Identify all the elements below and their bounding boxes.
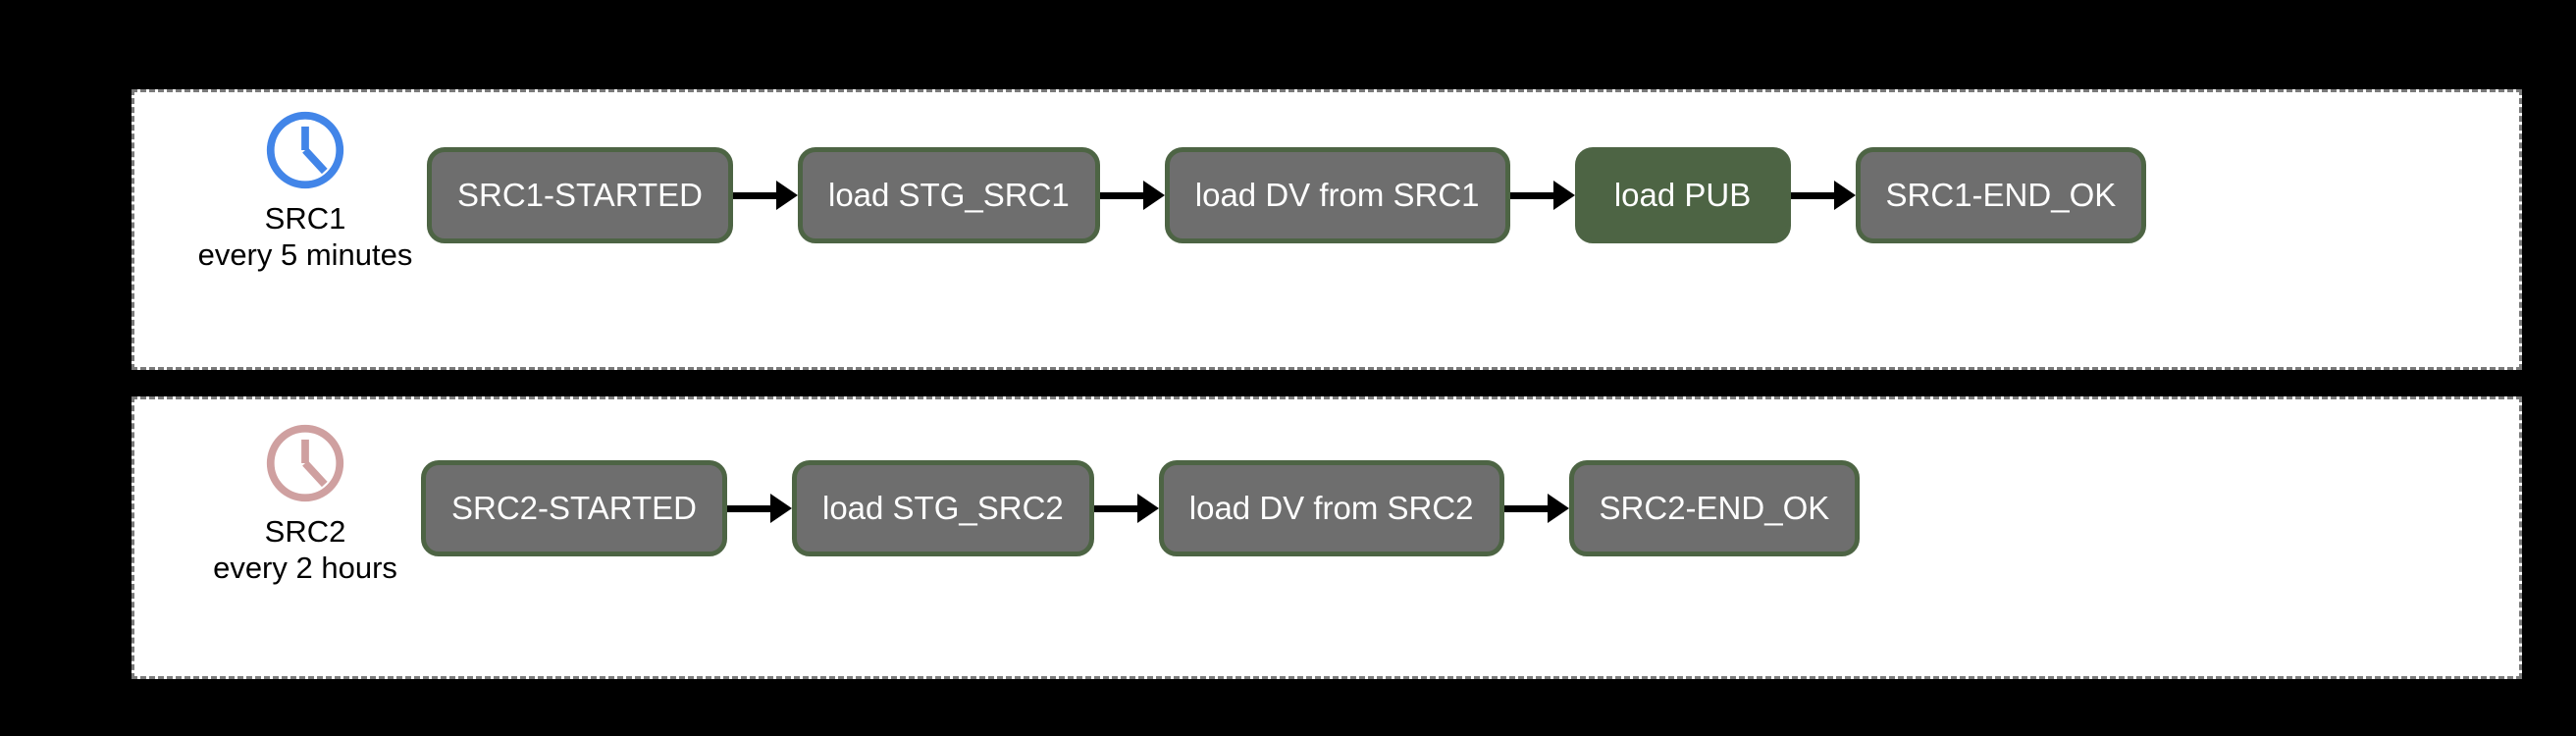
- pipeline-panel-src1: SRC1 every 5 minutes SRC1-STARTED load S…: [131, 89, 2522, 370]
- pipeline-node[interactable]: load DV from SRC1: [1164, 147, 1510, 243]
- pipeline-panel-src2: SRC2 every 2 hours SRC2-STARTED load STG…: [131, 396, 2522, 679]
- arrow-icon: [1093, 494, 1159, 523]
- arrow-icon: [1790, 181, 1856, 210]
- pipeline-node[interactable]: SRC1-END_OK: [1855, 147, 2147, 243]
- arrow-icon: [1099, 181, 1165, 210]
- trigger-src1[interactable]: SRC1 every 5 minutes: [158, 108, 452, 271]
- arrow-icon: [732, 181, 798, 210]
- arrow-icon: [1503, 494, 1569, 523]
- trigger-name: SRC2: [264, 514, 346, 549]
- pipeline-node[interactable]: load STG_SRC2: [791, 460, 1094, 556]
- arrow-icon: [1509, 181, 1575, 210]
- pipeline-node[interactable]: load DV from SRC2: [1158, 460, 1504, 556]
- trigger-schedule: every 5 minutes: [197, 237, 413, 272]
- trigger-name: SRC1: [264, 201, 346, 236]
- clock-icon: [263, 108, 347, 197]
- clock-icon: [263, 421, 347, 510]
- pipeline-node[interactable]: load STG_SRC1: [797, 147, 1100, 243]
- pipeline-steps-src2: SRC2-STARTED load STG_SRC2 load DV from …: [421, 460, 1861, 556]
- pipeline-node[interactable]: SRC1-STARTED: [427, 147, 733, 243]
- pipeline-node[interactable]: SRC2-STARTED: [421, 460, 727, 556]
- arrow-icon: [726, 494, 792, 523]
- pipeline-steps-src1: SRC1-STARTED load STG_SRC1 load DV from …: [427, 147, 2147, 243]
- trigger-src2[interactable]: SRC2 every 2 hours: [158, 421, 452, 584]
- pipeline-node-highlighted[interactable]: load PUB: [1574, 147, 1791, 243]
- pipeline-node[interactable]: SRC2-END_OK: [1568, 460, 1861, 556]
- trigger-schedule: every 2 hours: [213, 550, 397, 585]
